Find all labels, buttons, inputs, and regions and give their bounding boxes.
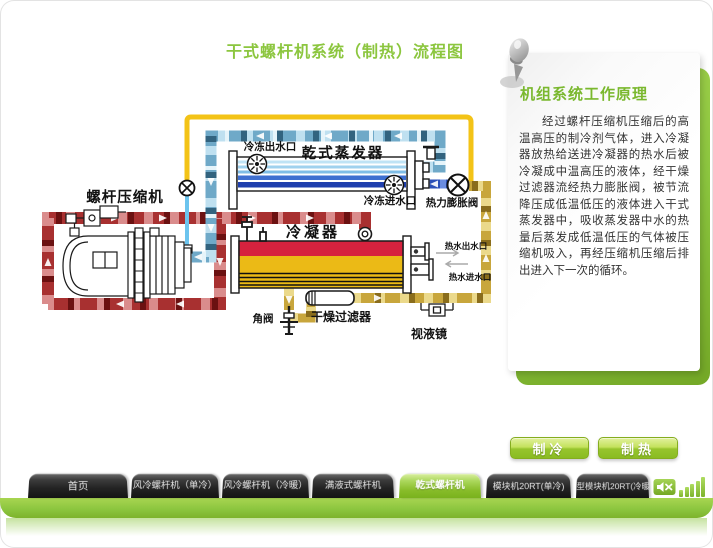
label-angle-valve: 角阀 bbox=[253, 312, 274, 325]
footer-green-bar bbox=[0, 498, 713, 518]
shutoff-valve-icon bbox=[178, 179, 196, 197]
label-chilled-water-inlet: 冷冻进水口 bbox=[364, 194, 417, 207]
footer-glow bbox=[6, 518, 707, 536]
label-chilled-water-outlet: 冷冻出水口 bbox=[244, 140, 297, 153]
chilled-water-inlet-port-icon bbox=[383, 174, 405, 196]
tab-module-20rt-cooling-only[interactable]: 模块机20RT(单冷) bbox=[486, 473, 571, 498]
page-title: 干式螺杆机系统（制热）流程图 bbox=[225, 44, 464, 61]
info-panel-body: 经过螺杆压缩机压缩后的高温高压的制冷剂气体，进入冷凝器放热给送进冷凝器的热水后被… bbox=[519, 116, 689, 277]
dry-filter-icon bbox=[305, 290, 355, 306]
flow-arrows bbox=[44, 132, 490, 308]
label-condenser: 冷凝器 bbox=[286, 223, 340, 241]
cooling-mode-button[interactable]: 制冷 bbox=[510, 437, 589, 459]
info-panel: 机组系统工作原理 经过螺杆压缩机压缩后的高温高压的制冷剂气体，进入冷凝器放热给送… bbox=[508, 53, 700, 371]
label-dry-filter: 干燥过滤器 bbox=[311, 309, 372, 324]
expansion-valve-icon bbox=[446, 173, 470, 197]
condenser-group bbox=[230, 216, 468, 294]
signal-strength-bars bbox=[679, 477, 707, 497]
tab-flooded-screw[interactable]: 满液式螺杆机 bbox=[312, 473, 394, 498]
tab-air-cooled-screw-cooling-only[interactable]: 风冷螺杆机（单冷） bbox=[131, 473, 219, 498]
chilled-water-outlet-port-icon bbox=[246, 153, 268, 175]
info-panel-title: 机组系统工作原理 bbox=[520, 86, 649, 103]
label-compressor: 螺杆压缩机 bbox=[86, 188, 164, 206]
tab-home[interactable]: 首页 bbox=[28, 473, 128, 498]
label-evaporator: 乾式蒸发器 bbox=[302, 144, 385, 162]
angle-valve-icon bbox=[280, 306, 298, 335]
label-expansion-valve: 热力膨胀阀 bbox=[426, 196, 479, 209]
tab-module-20rt-heat-pump[interactable]: 型模块机20RT(冷暖) bbox=[576, 473, 649, 498]
push-pin-icon bbox=[500, 38, 529, 88]
mute-speaker-icon[interactable] bbox=[653, 478, 676, 496]
label-sight-glass: 视液镜 bbox=[411, 326, 447, 341]
sight-glass-icon bbox=[420, 303, 454, 317]
label-hot-water-outlet: 热水出水口 bbox=[445, 241, 488, 251]
heating-mode-button[interactable]: 制热 bbox=[598, 437, 678, 459]
yellow-pipe bbox=[184, 114, 474, 193]
tab-air-cooled-screw-heat-pump[interactable]: 风冷螺杆机（冷暖） bbox=[222, 473, 309, 498]
compressor-drawing bbox=[62, 205, 192, 303]
label-hot-water-inlet: 热水进水口 bbox=[449, 272, 492, 282]
tab-dry-screw[interactable]: 乾式螺杆机 bbox=[399, 473, 481, 498]
